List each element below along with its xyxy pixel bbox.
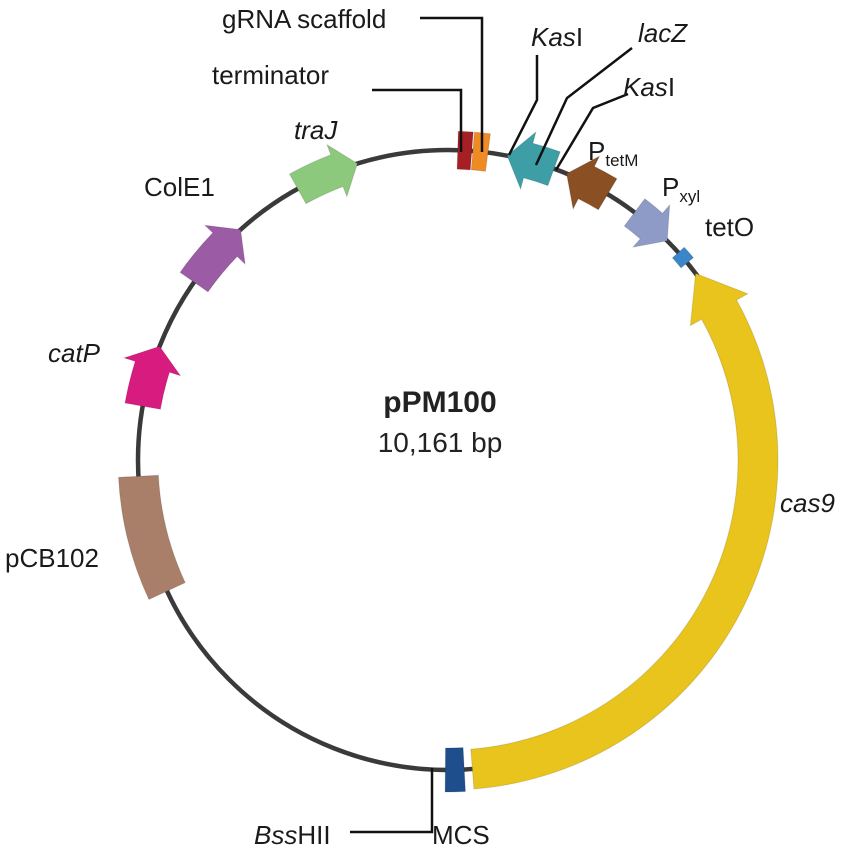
label-pCB102: pCB102 [5, 543, 99, 573]
label-catP: catP [48, 338, 101, 368]
kasI-1-italic: Kas [531, 22, 576, 52]
bssHII-plain: HII [297, 820, 330, 850]
feature-mcs [444, 747, 466, 793]
feature-p-tetm [566, 155, 618, 211]
leader-KasI-2 [554, 92, 629, 171]
label-KasI-1: KasI [531, 22, 583, 52]
leader-gRNA-scaffold [420, 16, 484, 152]
label-ColE1: ColE1 [144, 172, 215, 202]
feature-cole1 [179, 224, 246, 293]
label-traJ: traJ [294, 115, 338, 145]
label-lacZ: lacZ [638, 18, 688, 48]
p-xyl-sub: xyl [679, 187, 700, 206]
kasI-2-plain: I [668, 72, 675, 102]
feature-terminator [456, 130, 474, 171]
label-MCS: MCS [432, 820, 490, 850]
leader-lacZ [534, 47, 633, 166]
label-terminator: terminator [212, 60, 329, 90]
leader-terminator [372, 88, 463, 152]
label-KasI-2: KasI [623, 72, 675, 102]
feature-lacz [506, 130, 561, 191]
feature-pcb102 [117, 474, 186, 601]
leader-BssHII [350, 768, 434, 834]
kasI-2-italic: Kas [623, 72, 668, 102]
kasI-1-plain: I [576, 22, 583, 52]
feature-traj [288, 143, 358, 205]
label-BssHII: BssHII [254, 820, 331, 850]
p-tetM-main: P [588, 136, 605, 166]
bssHII-italic: Bss [254, 820, 297, 850]
feature-p-xyl [623, 198, 671, 248]
label-cas9: cas9 [780, 488, 835, 518]
feature-teto [671, 246, 695, 269]
feature-catp [122, 345, 182, 410]
label-P-tetM: PtetM [588, 136, 638, 170]
feature-cas9 [470, 272, 779, 790]
label-gRNA-scaffold: gRNA scaffold [222, 4, 386, 34]
leader-KasI-1 [507, 55, 539, 156]
leader-lines [350, 16, 633, 834]
p-tetM-sub: tetM [605, 151, 638, 170]
p-xyl-main: P [662, 172, 679, 202]
label-tetO: tetO [705, 212, 754, 242]
plasmid-name: pPM100 [383, 386, 496, 419]
features-layer [117, 130, 779, 793]
plasmid-size: 10,161 bp [378, 427, 503, 458]
label-P-xyl: Pxyl [662, 172, 700, 206]
